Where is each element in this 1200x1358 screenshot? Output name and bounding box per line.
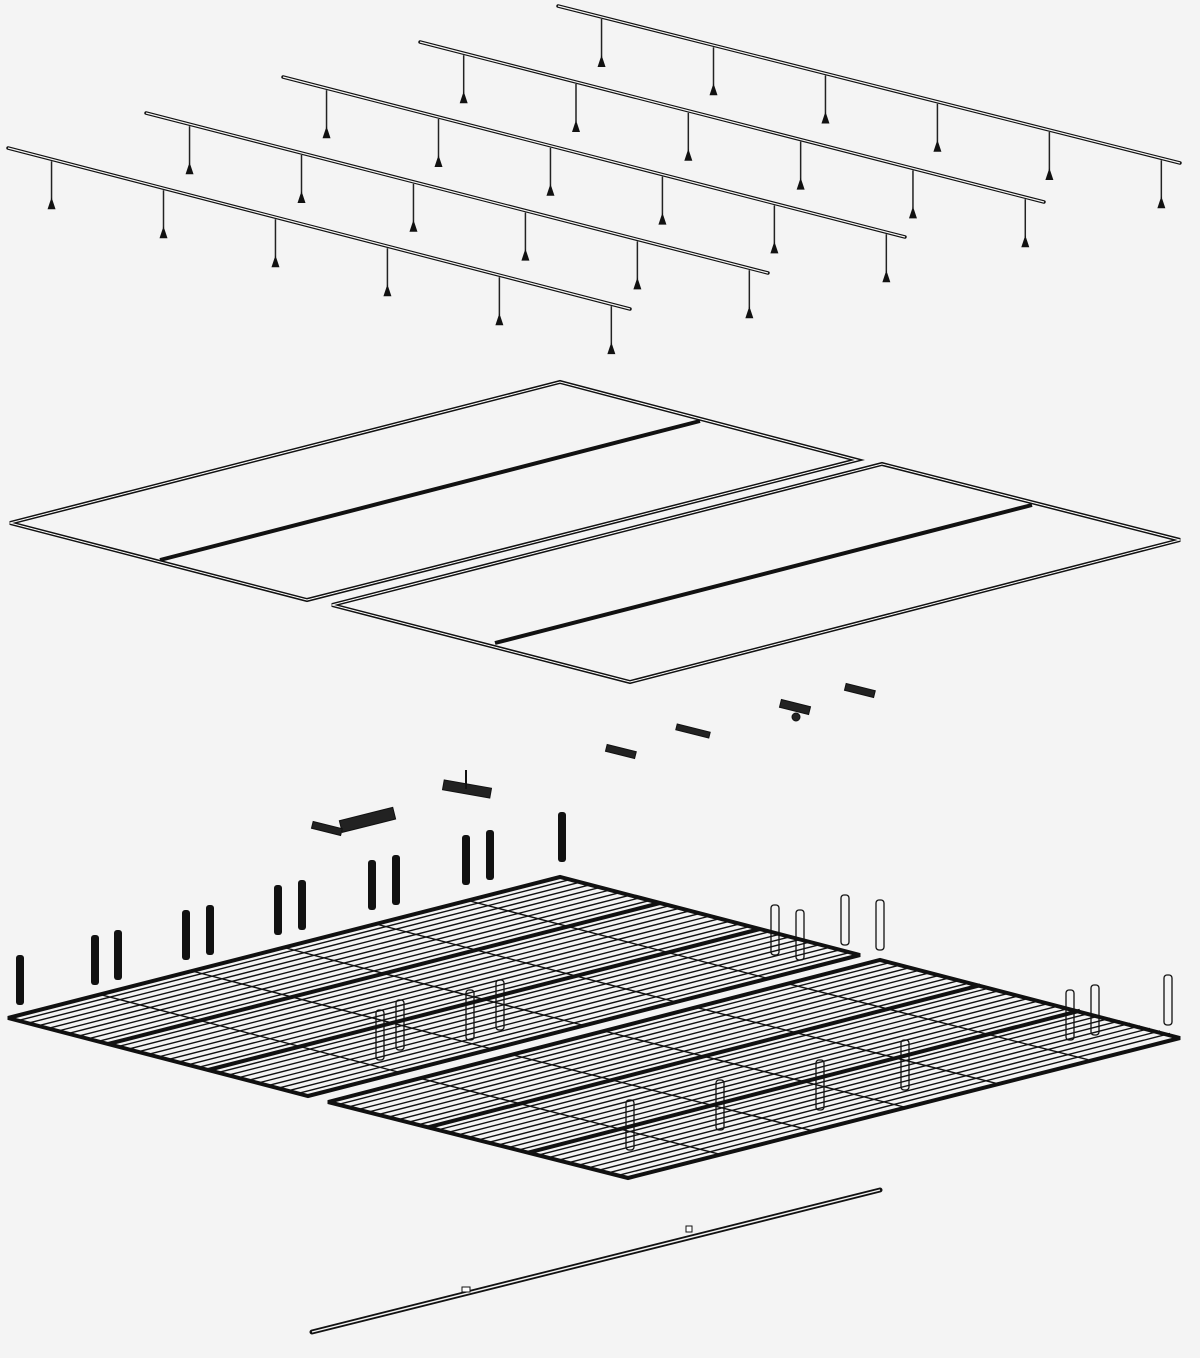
grid-panel-right <box>327 957 1181 1181</box>
small-fittings <box>310 682 876 837</box>
suspension-rails <box>6 4 1182 311</box>
rail-1 <box>556 4 1182 165</box>
rail-2 <box>418 40 1046 204</box>
rail-3 <box>281 75 907 239</box>
frame-left <box>9 379 865 603</box>
hangers <box>47 18 1166 355</box>
bracket-posts <box>16 812 1173 1151</box>
bottom-trim-bar <box>309 1187 883 1335</box>
rail-4 <box>144 111 770 275</box>
frame-right <box>331 461 1181 685</box>
grid-panel-left <box>7 874 861 1099</box>
rail-5 <box>6 146 632 311</box>
